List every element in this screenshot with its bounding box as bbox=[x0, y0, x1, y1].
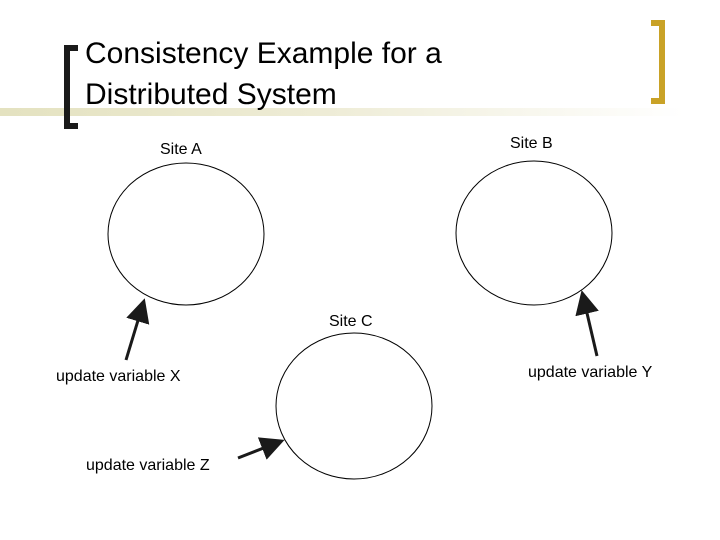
update-x-label: update variable X bbox=[56, 368, 181, 385]
update-x-arrow bbox=[124, 298, 150, 361]
right-bracket-decoration bbox=[651, 20, 665, 104]
title-band bbox=[0, 108, 720, 116]
site-b-label: Site B bbox=[510, 135, 553, 152]
site-c-label: Site C bbox=[329, 313, 373, 330]
left-bracket-decoration bbox=[64, 45, 78, 129]
update-y-label: update variable Y bbox=[528, 364, 653, 381]
site-b-circle bbox=[455, 160, 613, 306]
site-a-circle bbox=[107, 162, 265, 306]
update-y-arrow bbox=[575, 290, 599, 357]
update-z-label: update variable Z bbox=[86, 457, 210, 474]
title-line-2: Distributed System bbox=[85, 78, 337, 111]
site-a-label: Site A bbox=[160, 141, 202, 158]
title-line-1: Consistency Example for a bbox=[85, 37, 442, 70]
update-z-arrow bbox=[237, 437, 285, 460]
site-c-circle bbox=[275, 332, 433, 480]
slide-title: Consistency Example for a Distributed Sy… bbox=[85, 33, 625, 115]
